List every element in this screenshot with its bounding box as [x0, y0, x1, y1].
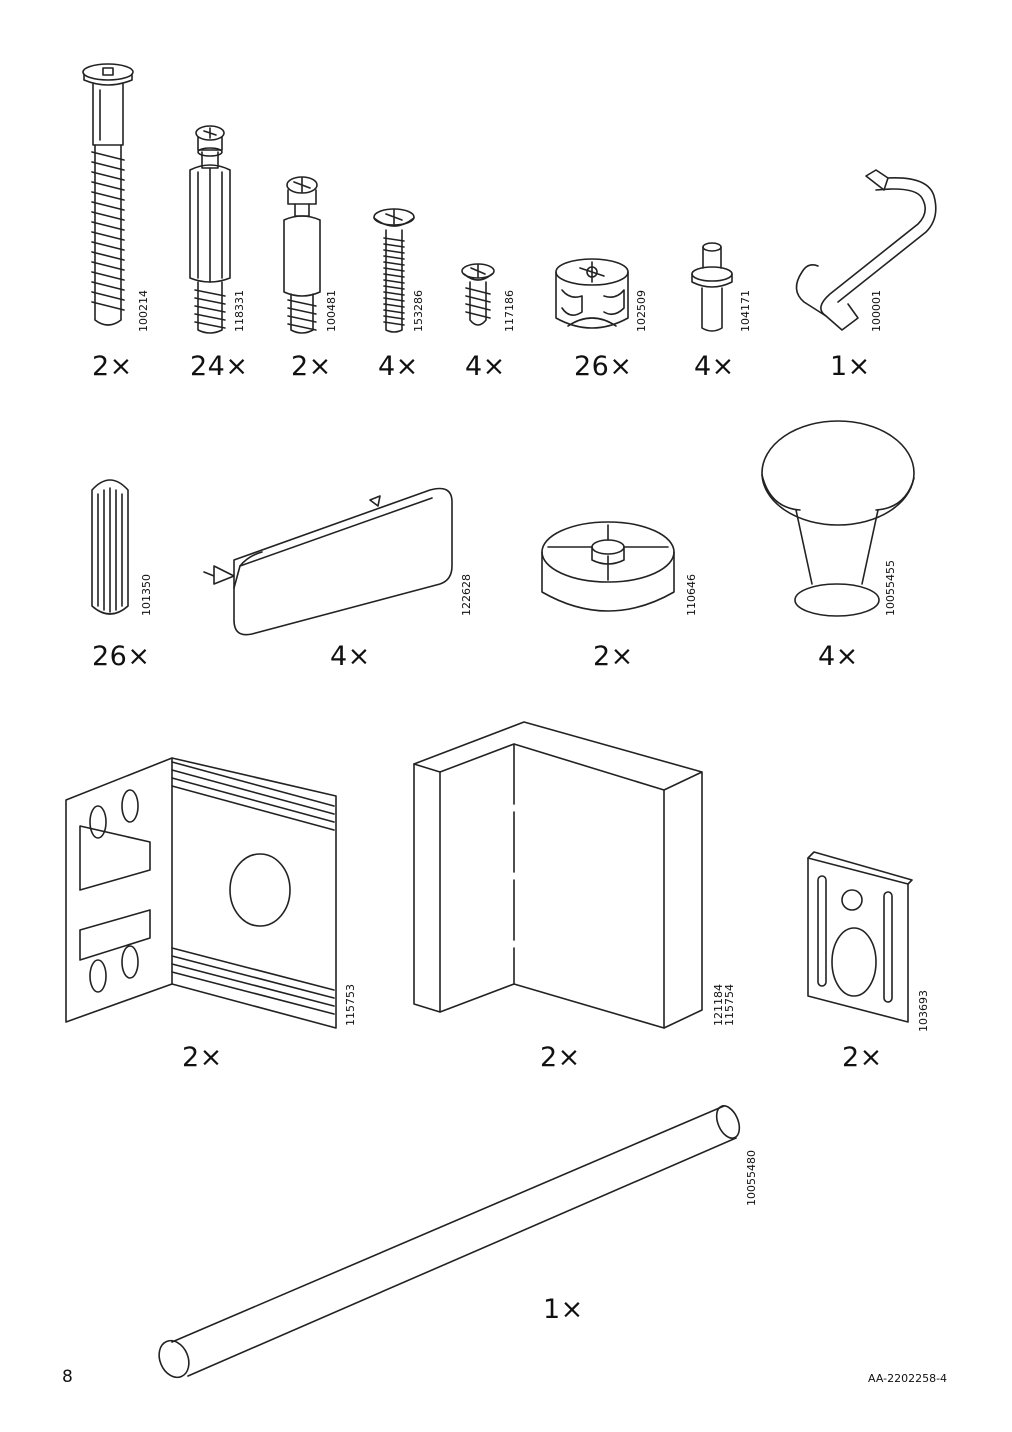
quantity-label: 24× — [190, 351, 249, 382]
quantity-label: 2× — [540, 1042, 581, 1073]
quantity-label: 26× — [92, 641, 151, 672]
article-number: 118331 — [233, 290, 246, 332]
keyhole-plate-103693-drawing — [807, 851, 913, 1023]
article-number: 104171 — [739, 290, 752, 332]
article-number: 100214 — [137, 290, 150, 332]
quantity-label: 4× — [330, 641, 371, 672]
quantity-label: 1× — [830, 351, 871, 382]
page-number: 8 — [62, 1367, 73, 1387]
article-number: 122628 — [460, 574, 473, 616]
quantity-label: 2× — [92, 351, 133, 382]
article-number: 10055455 — [884, 560, 897, 616]
quantity-label: 2× — [842, 1042, 883, 1073]
bolt-100214-drawing — [82, 63, 134, 326]
dowel-118331-drawing — [189, 125, 231, 334]
dowel-100481-drawing — [283, 176, 321, 334]
quantity-label: 26× — [574, 351, 633, 382]
article-number: 102509 — [635, 290, 648, 332]
screw-117186-drawing — [461, 263, 495, 326]
article-number: 115753 — [344, 984, 357, 1026]
article-number: 121184 115754 — [712, 984, 736, 1026]
quantity-label: 2× — [291, 351, 332, 382]
bracket-115753-drawing — [65, 757, 337, 1029]
knob-10055455-drawing — [761, 420, 915, 617]
article-number: 103693 — [917, 990, 930, 1032]
article-number-line-2: 115754 — [723, 984, 736, 1026]
article-number: 10055480 — [745, 1150, 758, 1206]
article-number: 110646 — [685, 574, 698, 616]
quantity-label: 2× — [182, 1042, 223, 1073]
quantity-label: 4× — [694, 351, 735, 382]
article-number: 153286 — [412, 290, 425, 332]
quantity-label: 4× — [465, 351, 506, 382]
foot-110646-drawing — [541, 521, 675, 612]
corner-block-121184-drawing — [413, 721, 703, 1029]
article-number: 117186 — [503, 290, 516, 332]
quantity-label: 1× — [543, 1294, 584, 1325]
quantity-label: 4× — [378, 351, 419, 382]
article-number: 101350 — [140, 574, 153, 616]
wood-dowel-101350-drawing — [91, 479, 129, 615]
article-number: 100481 — [325, 290, 338, 332]
shelf-pin-104171-drawing — [691, 242, 733, 332]
document-id: AA-2202258-4 — [868, 1372, 948, 1385]
allen-key-100001-drawing — [795, 169, 937, 331]
rod-10055480-drawing — [158, 1105, 741, 1379]
cam-lock-102509-drawing — [555, 258, 629, 329]
quantity-label: 4× — [818, 641, 859, 672]
quantity-label: 2× — [593, 641, 634, 672]
plastic-plug-122628-drawing — [203, 487, 453, 636]
screw-153286-drawing — [373, 208, 415, 333]
article-number: 100001 — [870, 290, 883, 332]
